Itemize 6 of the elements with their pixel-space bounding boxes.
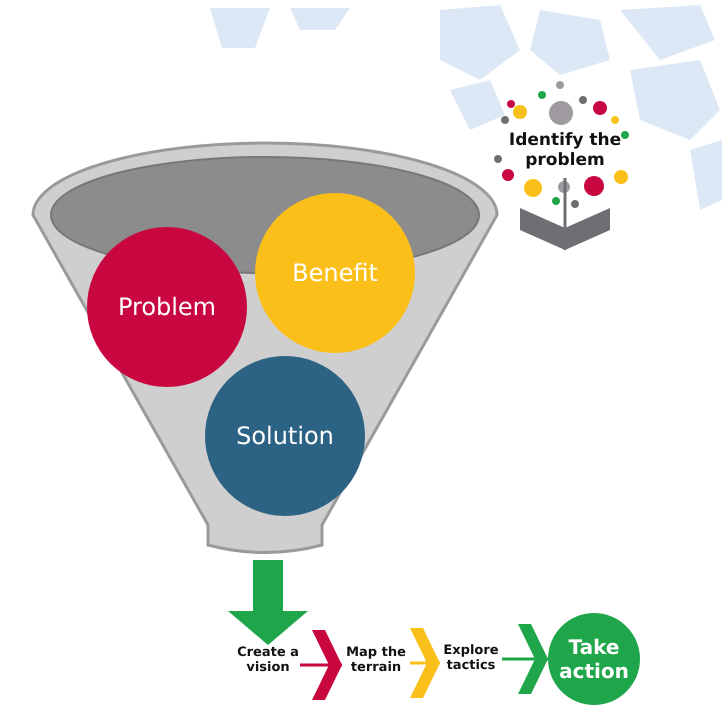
step-label: Map the terrain [342, 645, 410, 685]
step-label: Explore tactics [440, 643, 502, 683]
action-circle: Take action [548, 613, 640, 705]
step-label: Create a vision [236, 645, 300, 685]
heading-text: Identify the problem [497, 122, 633, 178]
arrow [228, 560, 308, 645]
